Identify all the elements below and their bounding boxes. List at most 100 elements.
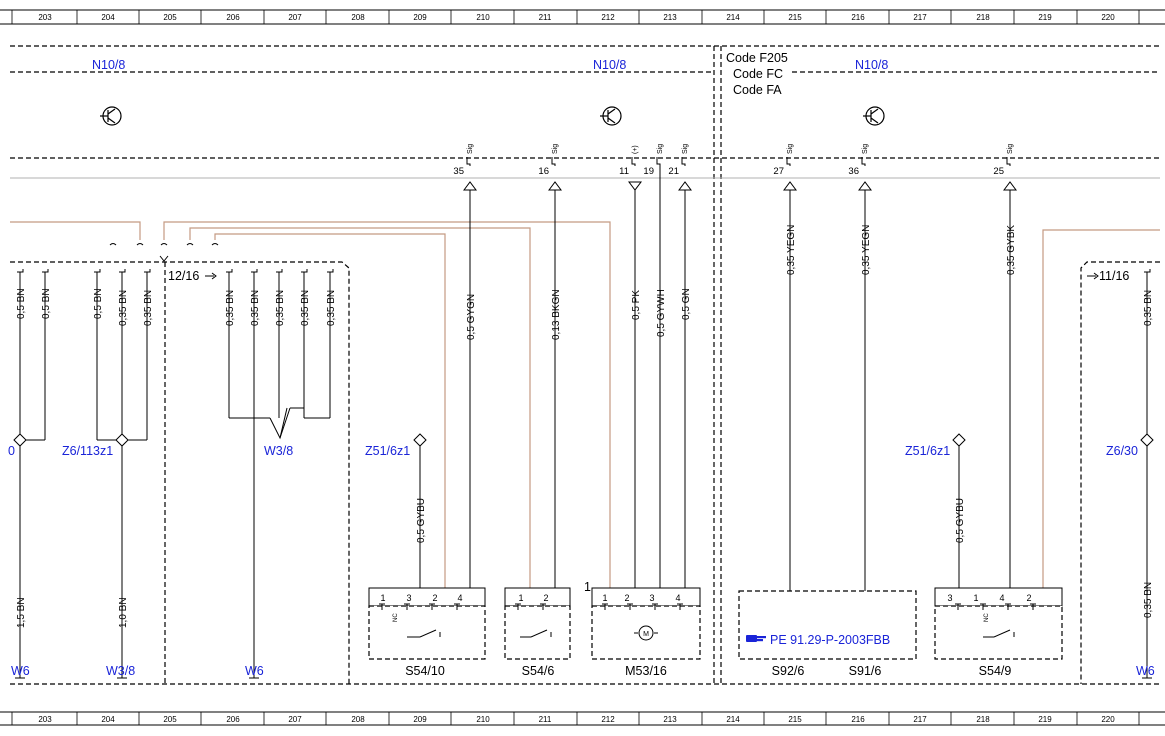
pin-label: 4 — [675, 593, 680, 603]
ruler-col: 216 — [851, 13, 865, 22]
module-boundaries — [10, 45, 1160, 685]
node-label-z51-6z1[interactable]: Z51/6z1 — [905, 444, 950, 458]
node-label-z51-6z1[interactable]: Z51/6z1 — [365, 444, 410, 458]
pe-reference-link[interactable]: PE 91.29-P-2003FBB — [770, 633, 890, 647]
ruler-col: 218 — [976, 13, 990, 22]
signal-tag: Sig — [682, 144, 689, 154]
pin-label: 3 — [649, 593, 654, 603]
wire-label: 0,35 BN — [326, 290, 337, 326]
pin-label: 1 — [602, 593, 607, 603]
component-name: M53/16 — [625, 664, 667, 678]
signal-tag: Sig — [1007, 144, 1014, 154]
pin-number: 36 — [848, 166, 859, 177]
wire-label: 0,35 YEGN — [861, 225, 872, 275]
module-label-n10-8-right[interactable]: N10/8 — [855, 58, 888, 72]
module-label-n10-8-middle[interactable]: N10/8 — [593, 58, 626, 72]
wire-label: 0,5 GYWH — [656, 289, 667, 337]
pin-label: 2 — [432, 593, 437, 603]
node-label[interactable]: 0 — [8, 444, 15, 458]
ref-label[interactable]: 12/16 — [168, 269, 199, 283]
pe-reference-box[interactable]: PE 91.29-P-2003FBB — [738, 590, 917, 660]
component-name-s92-6: S92/6 — [772, 664, 805, 678]
wire-label: 0,35 BN — [143, 290, 154, 326]
ruler-col: 205 — [163, 715, 177, 724]
ruler-col: 214 — [726, 13, 740, 22]
component-s54-9[interactable]: 3 1 4 2 NC S54/9 — [934, 587, 1063, 678]
ruler-col: 204 — [101, 715, 115, 724]
wire-label: 1,5 BN — [16, 597, 27, 628]
ruler-col: 220 — [1101, 13, 1115, 22]
component-m53-16[interactable]: 1 2 3 4 1 M M53/16 — [584, 580, 701, 678]
ground-label-w3-8[interactable]: W3/8 — [106, 664, 135, 678]
ref-12-16[interactable]: 12/16 — [168, 269, 217, 283]
wire-label: 0,13 BKGN — [551, 289, 562, 340]
ruler-col: 212 — [601, 13, 615, 22]
pin-number: 25 — [993, 166, 1004, 177]
ground-label-w6[interactable]: W6 — [245, 664, 264, 678]
ruler-col: 206 — [226, 13, 240, 22]
wire-label: 0,35 BN — [1143, 582, 1154, 618]
pin-number: 11 — [619, 166, 629, 177]
ruler-col: 208 — [351, 13, 365, 22]
transistor-icon — [100, 106, 122, 126]
outer-pin-label: 1 — [584, 580, 591, 594]
ruler-col: 214 — [726, 715, 740, 724]
ground-label-w6[interactable]: W6 — [1136, 664, 1155, 678]
component-name: S54/9 — [979, 664, 1012, 678]
ruler-col: 219 — [1038, 13, 1052, 22]
wire-label: 0,35 BN — [118, 290, 129, 326]
pin-label: 4 — [999, 593, 1004, 603]
ref-label[interactable]: 11/16 — [1099, 269, 1129, 283]
wire-label: 0,5 BN — [16, 288, 27, 319]
component-name-s91-6: S91/6 — [849, 664, 882, 678]
pin-label: 3 — [406, 593, 411, 603]
ruler-col: 203 — [38, 715, 52, 724]
wire-hooks — [17, 269, 1151, 273]
pin-label: 2 — [543, 593, 548, 603]
brown-wires — [10, 221, 1160, 598]
pin-label: 1 — [518, 593, 523, 603]
wire-label: 0,5 BN — [93, 288, 104, 319]
connector-triangles — [463, 181, 1017, 191]
node-label-z6-113z1[interactable]: Z6/113z1 — [62, 444, 113, 458]
component-s54-6[interactable]: 1 2 S54/6 — [504, 587, 571, 678]
pointing-hand-icon — [746, 635, 766, 642]
component-s54-10[interactable]: 1 3 2 4 NC S54/10 — [368, 587, 486, 678]
ref-11-16[interactable]: 11/16 — [1087, 269, 1129, 283]
node-label-z6-30[interactable]: Z6/30 — [1106, 444, 1138, 458]
pin-label: 3 — [947, 593, 952, 603]
ruler-col: 212 — [601, 715, 615, 724]
wire-label: 0,5 GYBU — [416, 498, 427, 543]
splice-diamond-icons — [13, 433, 1154, 447]
pin-label: 1 — [380, 593, 385, 603]
ruler-col: 208 — [351, 715, 365, 724]
signal-tag: Sig — [552, 144, 559, 154]
motor-icon: M — [634, 625, 658, 641]
code-label: Code FC — [733, 67, 783, 81]
ruler-col: 215 — [788, 13, 802, 22]
ruler-col: 218 — [976, 715, 990, 724]
ruler-col: 213 — [663, 13, 677, 22]
ruler-col: 205 — [163, 13, 177, 22]
ground-label-w6[interactable]: W6 — [11, 664, 30, 678]
ruler-col: 207 — [288, 13, 302, 22]
ruler-col: 209 — [413, 13, 427, 22]
node-label-w3-8[interactable]: W3/8 — [264, 444, 293, 458]
code-label: Code FA — [733, 83, 782, 97]
pin-label: 1 — [973, 593, 978, 603]
ruler-col: 219 — [1038, 715, 1052, 724]
ruler-col: 210 — [476, 13, 490, 22]
wire-label: 0,35 BN — [1143, 290, 1154, 326]
code-label: Code F205 — [726, 51, 788, 65]
ruler-col: 210 — [476, 715, 490, 724]
nc-tag: NC — [984, 613, 990, 622]
pin-number: 21 — [668, 166, 679, 177]
module-label-n10-8-left[interactable]: N10/8 — [92, 58, 125, 72]
wire-label: 0,35 GYBK — [1006, 225, 1017, 275]
pin-label: 2 — [624, 593, 629, 603]
pin-number: 27 — [773, 166, 784, 177]
ruler-col: 207 — [288, 715, 302, 724]
component-name: S54/10 — [405, 664, 445, 678]
ruler-col: 204 — [101, 13, 115, 22]
